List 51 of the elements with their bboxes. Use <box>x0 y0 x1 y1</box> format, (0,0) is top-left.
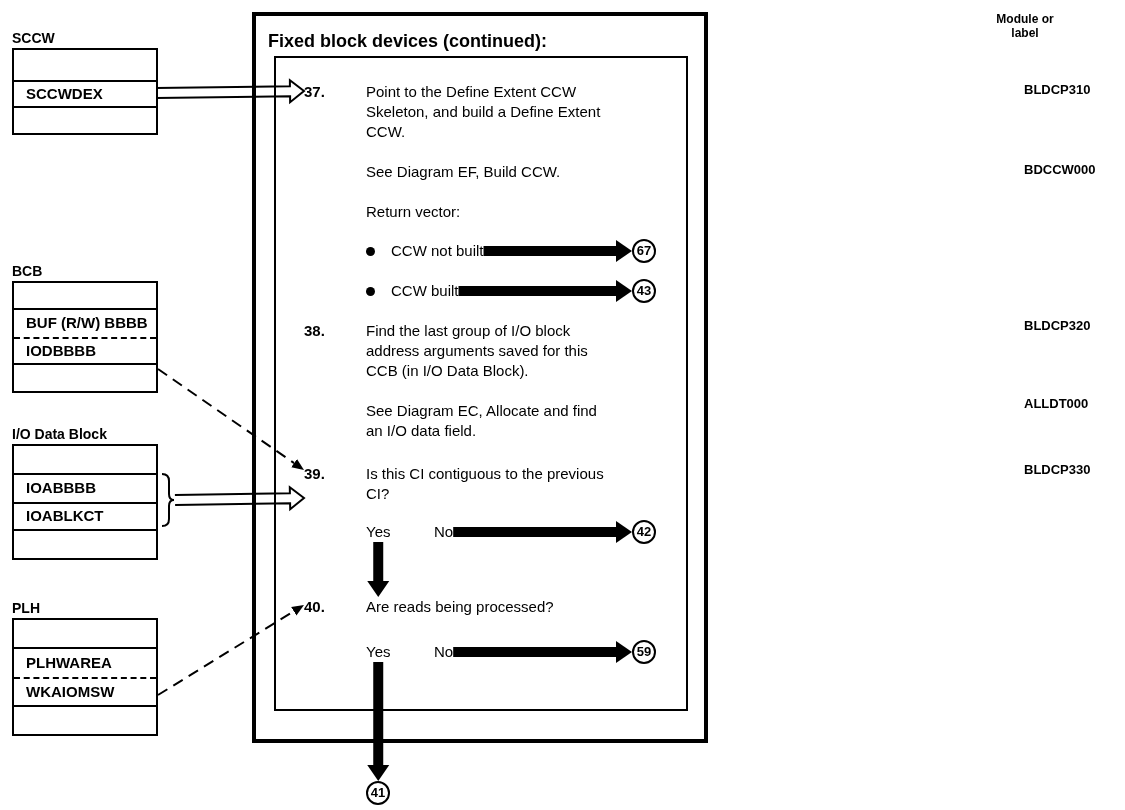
table-title: PLH <box>12 599 41 618</box>
answer-text: No <box>434 643 454 660</box>
outcome-text: CCW not built <box>391 241 484 261</box>
module-name: BLDCP330 <box>1024 461 1092 479</box>
table-title: SCCW <box>12 29 56 48</box>
step-text: Are reads being processed? <box>366 597 555 617</box>
step-number: 39. <box>304 464 326 484</box>
dashed-arrow <box>157 605 304 696</box>
thick-arrow <box>453 521 632 543</box>
off-page-connector: 43 <box>632 279 656 303</box>
step-text: Point to the Define Extent CCW Skeleton, and build a Define Extent CCW. <box>366 82 602 142</box>
answer-text: No <box>434 523 454 540</box>
outcome-text: CCW built <box>391 281 459 301</box>
module-name: BDCCW000 <box>1024 161 1097 179</box>
module-name: BLDCP320 <box>1024 317 1092 335</box>
hollow-arrow <box>173 485 306 512</box>
step-number: 38. <box>304 321 326 341</box>
off-page-connector: 67 <box>632 239 656 263</box>
thick-arrow <box>367 662 390 781</box>
step-text: See Diagram EF, Build CCW. <box>366 162 562 182</box>
column-heading: Module or label <box>995 12 1055 40</box>
table-field: IODBBBB <box>14 337 156 363</box>
off-page-connector: 42 <box>632 520 656 544</box>
step-text: Return vector: <box>366 202 462 222</box>
off-page-connector: 59 <box>632 640 656 664</box>
brace <box>161 473 175 527</box>
table-title: I/O Data Block <box>12 425 108 444</box>
dashed-arrow <box>157 368 304 470</box>
step-text: See Diagram EC, Allocate and find an I/O data field. <box>366 401 598 441</box>
module-name: ALLDT000 <box>1024 395 1090 413</box>
thick-arrow <box>458 280 632 302</box>
table-field: SCCWDEX <box>14 80 156 106</box>
table-field: IOABBBB <box>14 473 156 502</box>
table-field: PLHWAREA <box>14 647 156 677</box>
table-field: IOABLKCT <box>14 502 156 529</box>
answer-text: Yes <box>366 523 391 540</box>
section-frame <box>252 12 708 743</box>
step-text: Is this CI contiguous to the previous CI? <box>366 464 605 504</box>
step-text: Find the last group of I/O block address arguments saved for this CCB (in I/O Data Block). <box>366 321 589 381</box>
module-name: BLDCP310 <box>1024 81 1092 99</box>
table-title: BCB <box>12 262 44 281</box>
table-field: WKAIOMSW <box>14 677 156 705</box>
thick-arrow <box>367 542 390 597</box>
table-field: BUF (R/W) BBBB <box>14 308 156 337</box>
step-number: 37. <box>304 82 326 102</box>
off-page-connector: 41 <box>366 781 390 805</box>
step-number: 40. <box>304 597 326 617</box>
thick-arrow <box>453 641 632 663</box>
thick-arrow <box>483 240 632 262</box>
section-title: Fixed block devices (continued): <box>268 30 548 53</box>
answer-text: Yes <box>366 643 391 660</box>
